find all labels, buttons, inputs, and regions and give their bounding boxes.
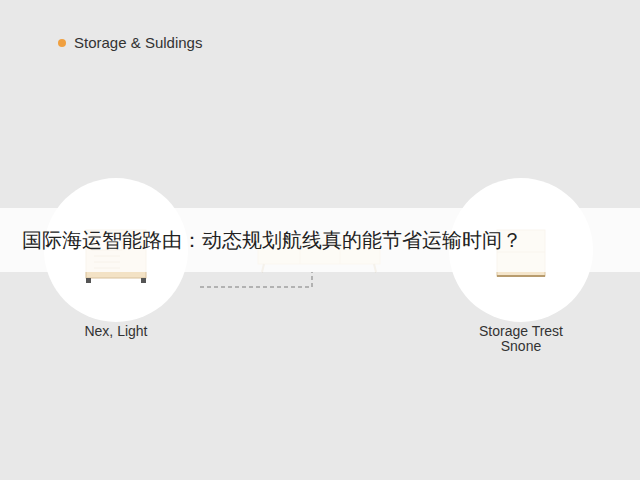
heading-row: Storage & Suldings: [58, 34, 202, 51]
box-icon: [497, 230, 545, 276]
section-heading: Storage & Suldings: [74, 34, 202, 51]
dashed-leader: [200, 272, 312, 287]
cabinet-icon: [86, 230, 146, 283]
orange-dot: [58, 39, 66, 47]
node-label: Storage Trest Snone: [471, 324, 571, 355]
node-label: Nex, Light: [66, 324, 166, 339]
banner-title: 国际海运智能路由：动态规划航线真的能节省运输时间？: [22, 227, 522, 254]
title-band: 国际海运智能路由：动态规划航线真的能节省运输时间？: [0, 208, 640, 272]
